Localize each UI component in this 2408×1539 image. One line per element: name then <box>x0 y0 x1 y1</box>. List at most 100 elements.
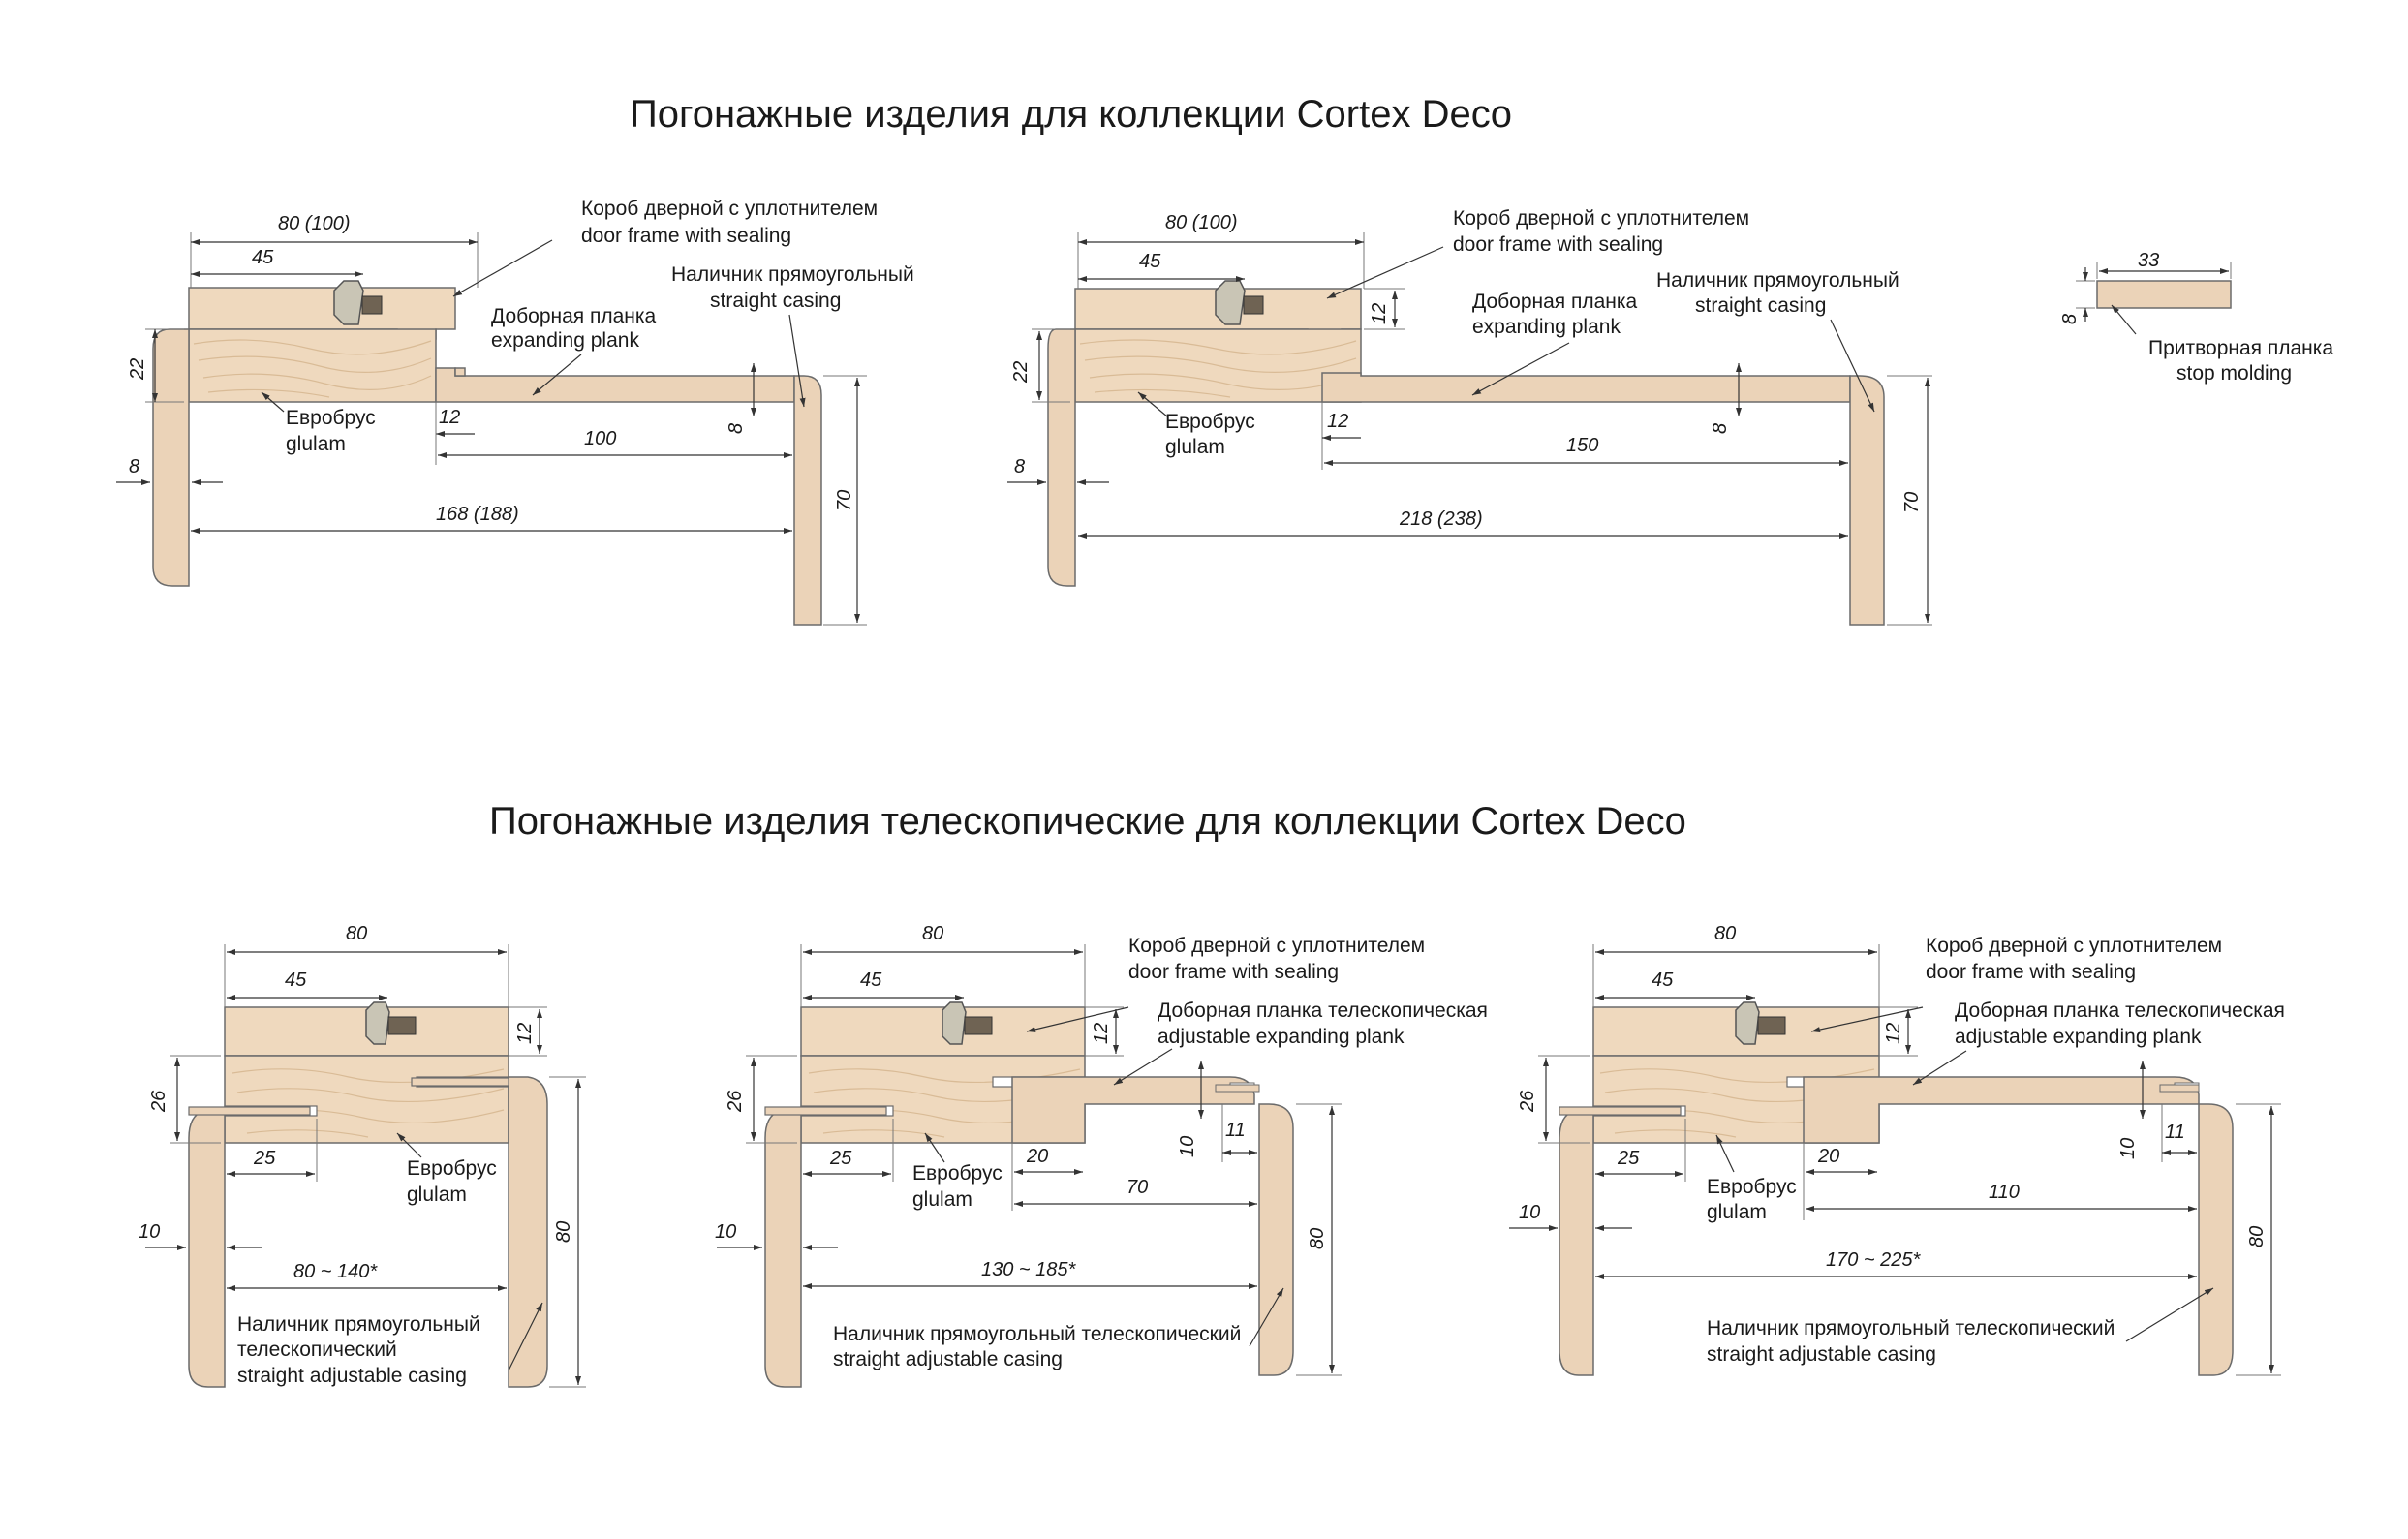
dim-gap12: 12 <box>1327 411 1348 432</box>
label-adj-plank-en: adjustable expanding plank <box>1955 1026 2202 1048</box>
label-adj-plank-en: adjustable expanding plank <box>1158 1026 1405 1048</box>
dim-t10: 10 <box>139 1221 160 1243</box>
dim-casing: 70 <box>1901 492 1923 513</box>
dim-casing: 80 <box>2246 1226 2268 1247</box>
label-frame-en: door frame with sealing <box>1128 961 1339 983</box>
label-plank-en: expanding plank <box>1472 316 1621 338</box>
casing-right <box>793 375 822 626</box>
label-casing-ru: Наличник прямоугольный <box>671 263 914 286</box>
dim-s11: 11 <box>2165 1122 2185 1143</box>
drawing-telescopic-3: 80 45 12 26 25 20 110 10 11 <box>1509 923 2285 1376</box>
dim-casing: 80 <box>553 1221 574 1243</box>
glulam <box>224 1055 509 1144</box>
dim-frame-inner: 45 <box>860 970 882 991</box>
casing-left-tongue <box>1559 1106 1682 1116</box>
label-plank-ru: Доборная планка <box>491 305 657 327</box>
sealing-profile <box>942 1001 993 1045</box>
label-glulam-en: glulam <box>912 1188 972 1211</box>
dim-h12: 12 <box>1369 303 1390 324</box>
casing-right <box>1849 375 1885 626</box>
dim-h12: 12 <box>1091 1023 1112 1044</box>
expanding-plank <box>435 367 795 403</box>
label-adj-casing-ru-1: Наличник прямоугольный <box>237 1313 480 1336</box>
dim-frame-inner: 45 <box>285 970 307 991</box>
label-glulam-ru: Евробрус <box>912 1162 1003 1185</box>
label-adj-casing-en: straight adjustable casing <box>1707 1343 1936 1366</box>
label-frame-en: door frame with sealing <box>581 225 791 247</box>
sealing-profile <box>1215 280 1264 325</box>
dim-p10: 10 <box>2117 1138 2139 1159</box>
dim-frame-inner: 45 <box>252 247 274 268</box>
casing-right-tongue <box>1215 1084 1260 1093</box>
dim-plank-thick: 8 <box>1710 423 1731 434</box>
casing-left <box>152 328 190 587</box>
dim-h26: 26 <box>725 1090 746 1113</box>
label-adj-plank-ru: Доборная планка телескопическая <box>1158 1000 1488 1022</box>
drawing-standard-2: 80 (100) 45 12 22 8 12 150 8 218 (238) <box>1007 207 1932 626</box>
dim-t8: 8 <box>129 456 139 477</box>
label-frame-ru: Короб дверной с уплотнителем <box>1926 935 2222 957</box>
dim-frame-width: 80 (100) <box>278 213 351 234</box>
dim-slot: 25 <box>1617 1148 1640 1169</box>
dim-casing: 80 <box>1307 1228 1328 1249</box>
drawing-telescopic-2: 80 45 12 26 25 20 70 10 11 <box>715 923 1488 1388</box>
dim-plank: 110 <box>1989 1182 2020 1203</box>
casing-left <box>764 1110 802 1388</box>
expanding-plank <box>1321 372 1851 403</box>
label-stop-en: stop molding <box>2176 362 2292 385</box>
label-frame-en: door frame with sealing <box>1926 961 2136 983</box>
dim-total: 218 (238) <box>1399 508 1483 530</box>
label-adj-casing-ru-2: телескопический <box>237 1339 397 1361</box>
casing-left <box>1047 328 1076 587</box>
dim-h26: 26 <box>1517 1090 1538 1113</box>
dim-h22: 22 <box>1010 361 1032 384</box>
label-casing-en: straight casing <box>710 290 841 312</box>
dim-s20: 20 <box>1817 1146 1839 1167</box>
dim-t8: 8 <box>1014 456 1025 477</box>
label-plank-en: expanding plank <box>491 329 639 352</box>
dim-t10: 10 <box>715 1221 736 1243</box>
plank-tongue <box>454 367 466 377</box>
label-stop-ru: Притворная планка <box>2148 337 2333 359</box>
label-glulam-en: glulam <box>1165 436 1225 458</box>
label-adj-casing-ru: Наличник прямоугольный телескопический <box>1707 1317 2115 1339</box>
stop-molding <box>2096 280 2232 309</box>
dim-plank: 70 <box>1127 1177 1148 1198</box>
dim-frame-width: 80 <box>922 923 943 944</box>
casing-right <box>1258 1103 1294 1376</box>
drawing-telescopic-1: 80 45 12 26 25 10 80 ~ 140* 80 Евробрус <box>139 923 586 1388</box>
label-glulam-ru: Евробрус <box>1707 1176 1797 1198</box>
drawing-standard-1: 80 (100) 45 22 8 12 100 8 168 (188) 70 <box>116 198 914 626</box>
dim-total: 168 (188) <box>436 504 519 525</box>
label-glulam-ru: Евробрус <box>286 407 376 429</box>
dim-h22: 22 <box>127 358 148 381</box>
dim-plank: 100 <box>584 428 616 449</box>
dim-stop-height: 8 <box>2059 314 2081 324</box>
dim-gap12: 12 <box>439 407 460 428</box>
label-frame-ru: Короб дверной с уплотнителем <box>1128 935 1425 957</box>
title-standard: Погонажные изделия для коллекции Cortex … <box>630 93 1512 136</box>
label-adj-casing-en: straight adjustable casing <box>833 1348 1063 1370</box>
label-frame-en: door frame with sealing <box>1453 233 1663 256</box>
label-glulam-ru: Евробрус <box>407 1157 497 1180</box>
casing-right <box>2198 1103 2234 1376</box>
dim-p10: 10 <box>1177 1136 1198 1157</box>
dim-frame-inner: 45 <box>1139 251 1161 272</box>
dim-frame-width: 80 <box>346 923 367 944</box>
label-adj-plank-ru: Доборная планка телескопическая <box>1955 1000 2285 1022</box>
dim-range: 130 ~ 185* <box>981 1259 1077 1280</box>
dim-h26: 26 <box>148 1090 170 1113</box>
label-casing-en: straight casing <box>1695 294 1826 317</box>
dim-slot: 25 <box>829 1148 852 1169</box>
dim-frame-width: 80 (100) <box>1165 212 1238 233</box>
label-casing-ru: Наличник прямоугольный <box>1656 269 1899 292</box>
dim-casing: 70 <box>834 490 855 511</box>
adjustable-expanding-plank <box>1803 1076 2200 1144</box>
casing-right <box>508 1076 548 1388</box>
label-adj-casing-ru: Наличник прямоугольный телескопический <box>833 1323 1241 1345</box>
dim-t10: 10 <box>1519 1202 1540 1223</box>
sealing-profile <box>365 1001 417 1045</box>
dim-plank-thick: 8 <box>725 423 747 434</box>
label-plank-ru: Доборная планка <box>1472 291 1638 313</box>
